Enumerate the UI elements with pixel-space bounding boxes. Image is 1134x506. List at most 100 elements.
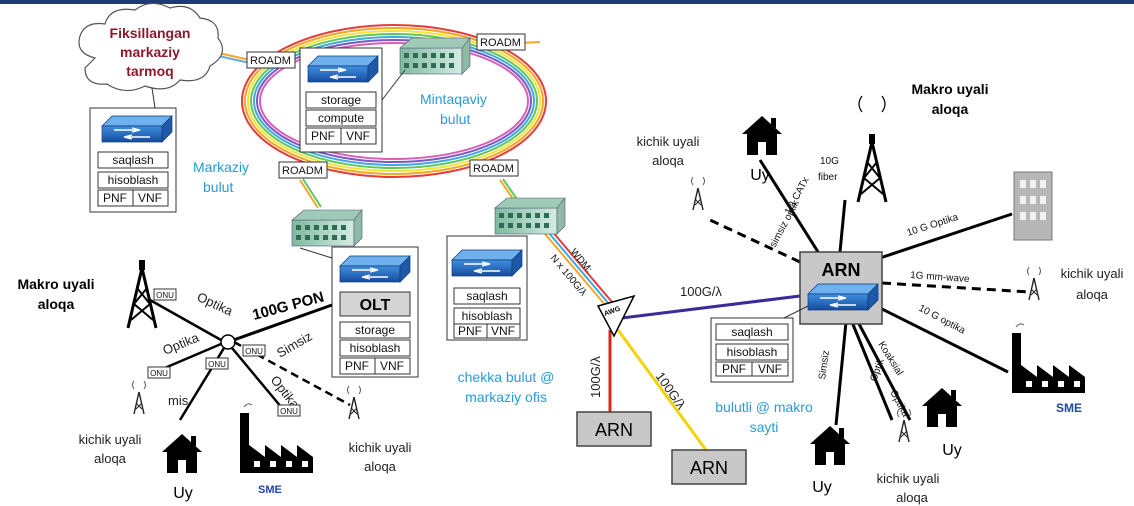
arn-node-red: ARN — [576, 411, 652, 447]
svg-text:PNF: PNF — [311, 129, 335, 143]
edge-cloud-label-2: markaziy ofis — [465, 389, 547, 405]
svg-text:hisoblash: hisoblash — [462, 309, 513, 323]
svg-text:PNF: PNF — [458, 324, 482, 338]
home-label-top: Uy — [750, 167, 770, 184]
svg-text:VNF: VNF — [380, 359, 404, 373]
svg-text:ROADM: ROADM — [282, 165, 323, 177]
olt-stack: OLT storage hisoblash PNF VNF — [331, 246, 419, 378]
awg-node: AWG — [596, 294, 636, 338]
small-cell-bottom-label: kichik uyali — [877, 471, 940, 486]
edge-cloud-label: chekka bulut @ — [458, 369, 555, 385]
link-100g-label: 100G/λ — [680, 284, 722, 299]
svg-text:ARN: ARN — [822, 260, 861, 280]
fixed-core-cloud: Fiksillangan markaziy tarmoq — [78, 2, 224, 92]
roadm-ring — [241, 24, 547, 178]
roadm-node-left: ROADM — [246, 51, 296, 69]
home-icon-right — [922, 388, 962, 427]
small-cell-tower-mid-icon — [346, 385, 362, 420]
svg-text:ONU: ONU — [208, 360, 226, 369]
olt-datacenter-icon — [291, 209, 363, 247]
svg-text:compute: compute — [318, 111, 364, 125]
svg-text:PNF: PNF — [103, 191, 127, 205]
small-cell-left-label: kichik uyali — [79, 432, 142, 447]
central-cloud-label: Markaziy — [193, 159, 249, 175]
mmwave-label: 1G mm-wave — [910, 270, 971, 285]
svg-text:hisoblash: hisoblash — [350, 341, 401, 355]
small-cell-top-label-2: aloqa — [652, 153, 685, 168]
regional-cloud-label: Mintaqaviy — [420, 91, 487, 107]
macro-site-cloud-label: bulutli @ makro — [715, 399, 813, 415]
svg-text:PNF: PNF — [345, 359, 369, 373]
svg-text:ROADM: ROADM — [250, 55, 291, 67]
factory-icon-left — [239, 403, 314, 474]
regional-cloud-stack: storage compute PNF VNF — [299, 47, 383, 153]
svg-text:VNF: VNF — [491, 324, 515, 338]
sme-label-right: SME — [1056, 401, 1082, 415]
optika-label-1: Optika — [195, 289, 236, 319]
svg-text:ONU: ONU — [156, 291, 174, 300]
svg-text:storage: storage — [355, 323, 395, 337]
arn-hub: ARN — [799, 251, 883, 325]
svg-text:saqlash: saqlash — [112, 153, 153, 167]
regional-cloud-label-2: bulut — [440, 111, 470, 127]
svg-text:ONU: ONU — [150, 369, 168, 378]
edge-cloud-stack: saqlash hisoblash PNF VNF — [446, 235, 528, 341]
small-cell-right-label-2: aloqa — [1076, 287, 1109, 302]
svg-text:saqlash: saqlash — [466, 289, 507, 303]
macro-site-cloud-label-2: sayti — [750, 419, 779, 435]
svg-text:ARN: ARN — [595, 420, 633, 440]
svg-text:ROADM: ROADM — [480, 37, 521, 49]
top-accent-bar — [0, 0, 1134, 4]
mis-label: mis — [168, 393, 189, 408]
home-icon-left — [162, 434, 202, 473]
home-icon-bottom — [810, 426, 850, 465]
central-cloud-stack: saqlash hisoblash PNF VNF — [89, 107, 177, 213]
macro-tower-left-icon — [126, 258, 158, 330]
roadm-node-bottom-left: ROADM — [278, 161, 328, 179]
splitter-node — [220, 334, 236, 350]
sme-label-left: SME — [258, 484, 282, 496]
svg-text:ONU: ONU — [280, 407, 298, 416]
svg-text:VNF: VNF — [138, 191, 162, 205]
svg-text:ROADM: ROADM — [473, 163, 514, 175]
svg-text:PNF: PNF — [722, 362, 746, 376]
small-cell-right-label: kichik uyali — [1061, 266, 1124, 281]
svg-text:hisoblash: hisoblash — [108, 173, 159, 187]
small-cell-bottom-label-2: aloqa — [896, 490, 929, 505]
regional-datacenter-icon — [399, 37, 471, 75]
fiber-10g-label: 10G — [820, 156, 839, 167]
office-building-icon — [1013, 171, 1053, 241]
macro-right-label-2: aloqa — [932, 101, 969, 117]
small-cell-mid-label-2: aloqa — [364, 459, 397, 474]
edge-datacenter-icon — [494, 197, 566, 235]
pon-label: 100G PON — [251, 288, 326, 323]
small-cell-top-label: kichik uyali — [637, 134, 700, 149]
roadm-node-bottom-right: ROADM — [469, 159, 519, 177]
svg-text:ARN: ARN — [690, 458, 728, 478]
macro-left-label-2: aloqa — [38, 296, 75, 312]
onu-2: ONU — [147, 366, 171, 379]
arn-node-yellow: ARN — [671, 449, 747, 485]
small-cell-tower-right-icon — [1026, 266, 1042, 301]
svg-text:ONU: ONU — [245, 347, 263, 356]
onu-3: ONU — [205, 357, 229, 370]
arn-stack: saqlash hisoblash PNF VNF — [710, 317, 794, 383]
onu-4: ONU — [242, 344, 266, 357]
home-label-bottom: Uy — [812, 479, 832, 496]
svg-text:storage: storage — [321, 93, 361, 107]
svg-text:Fiksillangan: Fiksillangan — [110, 25, 191, 41]
small-cell-left-label-2: aloqa — [94, 451, 127, 466]
small-cell-mid-label: kichik uyali — [349, 440, 412, 455]
home-label-right: Uy — [942, 442, 962, 459]
fiber-10g-label-2: fiber — [818, 172, 838, 183]
svg-text:hisoblash: hisoblash — [727, 345, 778, 359]
svg-text:tarmoq: tarmoq — [126, 63, 173, 79]
factory-icon-right — [1011, 323, 1086, 394]
roadm-node-top: ROADM — [476, 33, 526, 51]
onu-1: ONU — [153, 288, 177, 301]
svg-text:OLT: OLT — [360, 297, 391, 314]
macro-right-label: Makro uyali — [911, 81, 988, 97]
central-cloud-label-2: bulut — [203, 179, 233, 195]
simsiz-label-right: Simsiz — [817, 350, 832, 381]
